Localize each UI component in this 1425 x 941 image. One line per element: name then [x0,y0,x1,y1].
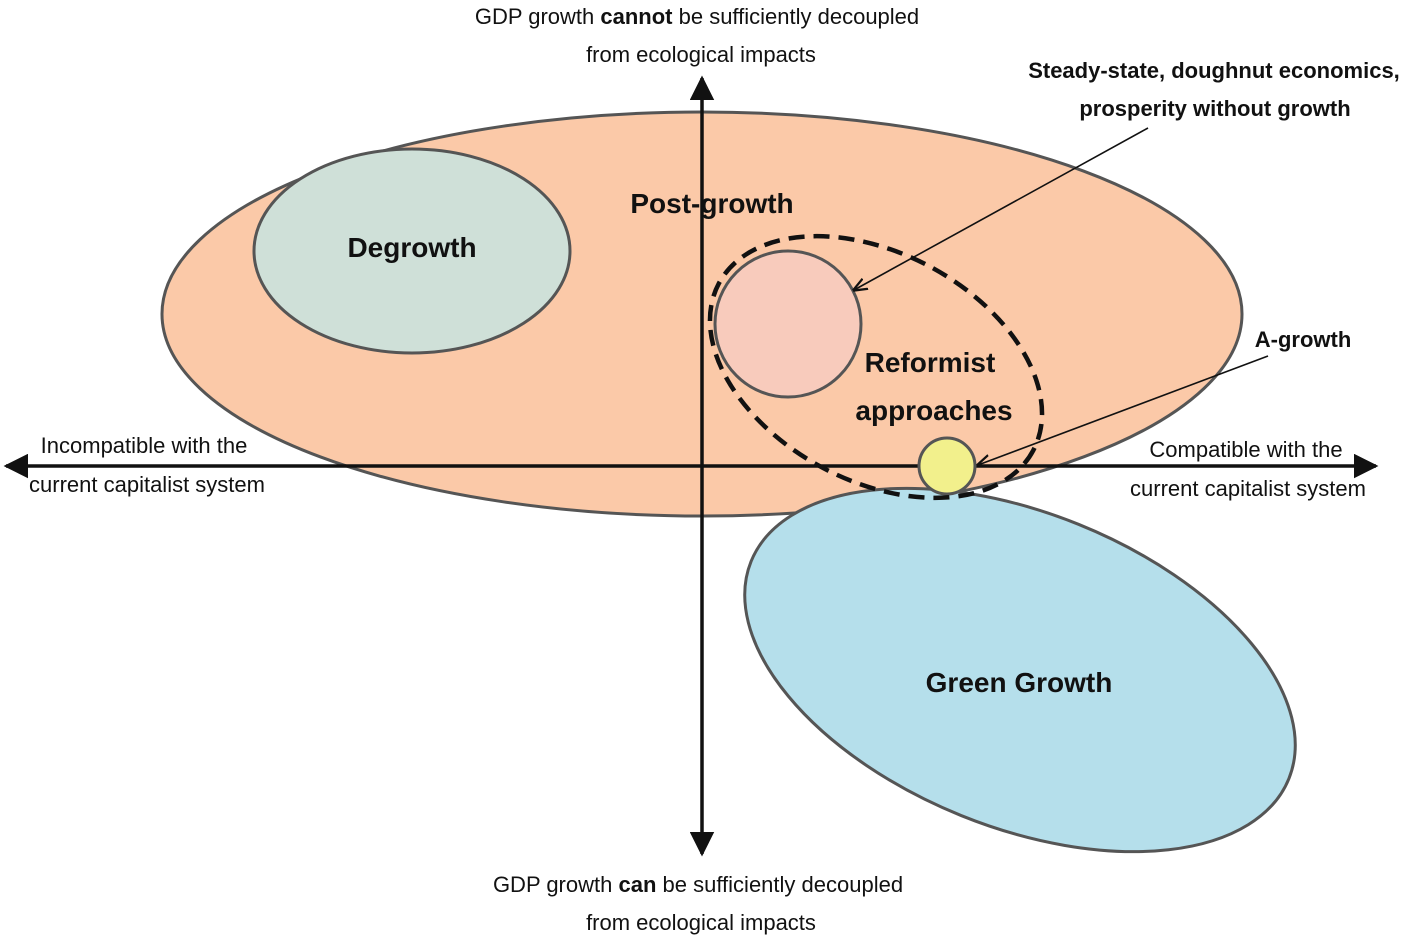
green-growth-region [743,486,1297,854]
a-growth-circle [917,436,977,496]
bottom-axis-text-after: be sufficiently decoupled [656,872,903,897]
bottom-axis-text-bold: can [618,872,656,897]
a-growth-pointer-arrow [978,355,1269,465]
left-axis-label-line2: current capitalist system [29,472,265,497]
degrowth-label: Degrowth [347,232,476,263]
steady-state-pointer-arrow [854,127,1149,290]
reformist-approaches-region [707,233,1045,501]
top-axis-text-bold: cannot [600,4,673,29]
right-axis-label-line1: Compatible with the [1149,437,1342,462]
left-axis-label-line1: Incompatible with the [41,433,248,458]
right-axis-label-line2: current capitalist system [1130,476,1366,501]
top-axis-text-after: be sufficiently decoupled [673,4,920,29]
bottom-axis-label-line1: GDP growth can be sufficiently decoupled [493,872,903,897]
steady-state-callout-line2: prosperity without growth [1079,96,1350,121]
reformist-label-line2: approaches [855,395,1012,426]
bottom-axis-label-line2: from ecological impacts [586,910,816,935]
green-growth-label: Green Growth [926,667,1113,698]
top-axis-label-line2: from ecological impacts [586,42,816,67]
a-growth-callout: A-growth [1255,327,1352,352]
post-growth-label: Post-growth [630,188,793,219]
reformist-label-line1: Reformist [865,347,996,378]
top-axis-label-line1: GDP growth cannot be sufficiently decoup… [475,4,919,29]
bottom-axis-text-before: GDP growth [493,872,619,897]
top-axis-text-before: GDP growth [475,4,601,29]
degrowth-region [252,147,572,355]
steady-state-callout-line1: Steady-state, doughnut economics, [1028,58,1400,83]
steady-state-circle [713,249,863,399]
